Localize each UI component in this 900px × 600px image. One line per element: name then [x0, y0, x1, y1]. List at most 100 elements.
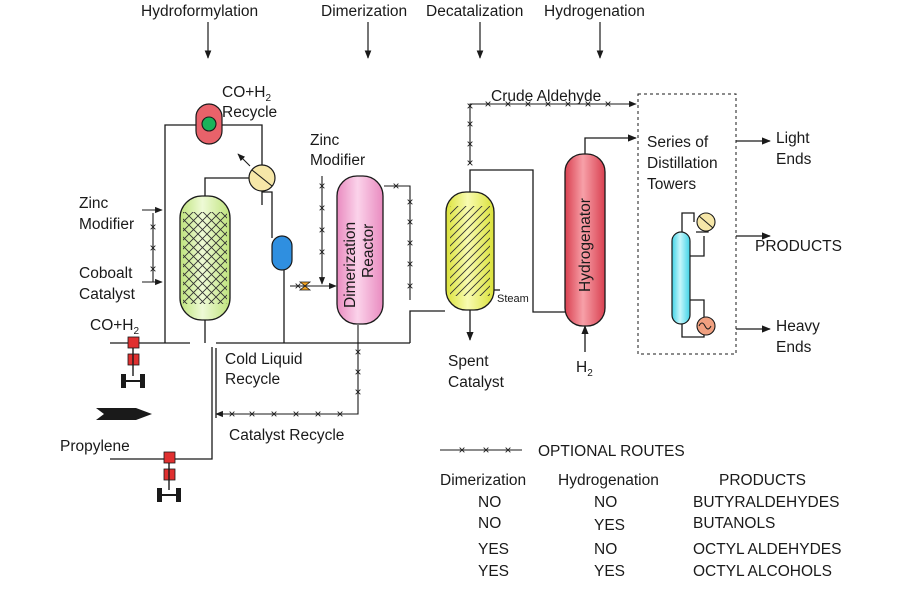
dimerization-reactor: [336, 175, 384, 325]
distillation-label: Series of: [647, 134, 709, 151]
stage-decatalization: Decatalization: [426, 3, 523, 20]
svg-text:×: ×: [314, 407, 321, 421]
product-table: Dimerization Hydrogenation PRODUCTS NO N…: [440, 472, 841, 580]
steam-label: Steam: [497, 293, 529, 305]
stage-headers: Hydroformylation Dimerization Decataliza…: [141, 3, 645, 59]
svg-text:×: ×: [406, 215, 413, 229]
svg-text:×: ×: [318, 179, 325, 193]
svg-text:×: ×: [406, 257, 413, 271]
products-label: PRODUCTS: [755, 238, 842, 255]
svg-text:×: ×: [504, 443, 511, 457]
svg-text:×: ×: [392, 179, 399, 193]
svg-text:×: ×: [292, 407, 299, 421]
labels: CO+H2 Recycle Zinc Modifier Coboalt Cata…: [60, 84, 842, 455]
hydrogenator-vessel: [564, 153, 606, 327]
distillation-box: [637, 93, 737, 355]
table-cell: BUTANOLS: [693, 515, 775, 532]
svg-text:×: ×: [406, 195, 413, 209]
light-ends-label: Light: [776, 130, 810, 147]
propylene-label: Propylene: [60, 438, 130, 455]
table-cell: YES: [478, 541, 509, 558]
zinc-modifier-mid-label-2: Modifier: [310, 152, 365, 169]
hydroformylation-reactor: [179, 195, 231, 321]
spent-catalyst-label: Spent: [448, 353, 489, 370]
table-cell: YES: [594, 563, 625, 580]
process-piping: [110, 124, 771, 460]
svg-text:×: ×: [466, 117, 473, 131]
zinc-modifier-label-2: Modifier: [79, 216, 134, 233]
svg-text:×: ×: [406, 279, 413, 293]
table-cell: BUTYRALDEHYDES: [693, 494, 839, 511]
catalyst-recycle-label: Catalyst Recycle: [229, 427, 344, 444]
svg-text:×: ×: [458, 443, 465, 457]
svg-text:×: ×: [318, 201, 325, 215]
svg-text:×: ×: [354, 345, 361, 359]
stage-hydroformylation: Hydroformylation: [141, 3, 258, 20]
svg-text:×: ×: [248, 407, 255, 421]
table-header-dimerization: Dimerization: [440, 472, 526, 489]
co-h2-feed-label: CO+H2: [90, 317, 140, 337]
optional-routes: [142, 100, 637, 451]
table-cell: NO: [594, 494, 617, 511]
spent-catalyst-label-2: Catalyst: [448, 374, 505, 391]
h2-feed-label: H2: [576, 359, 593, 379]
svg-text:×: ×: [294, 279, 301, 293]
svg-text:×: ×: [604, 97, 611, 111]
table-cell: YES: [478, 563, 509, 580]
hydrogenator-label: Hydrogenator: [577, 198, 594, 292]
svg-text:×: ×: [318, 245, 325, 259]
svg-text:×: ×: [406, 236, 413, 250]
separator-vessel: [271, 235, 293, 271]
stage-hydrogenation: Hydrogenation: [544, 3, 645, 20]
table-cell: NO: [478, 494, 501, 511]
optional-route-x-markers: × × × × × × × × × × × × × × × × × × × × × × × × × × × × × × × × ×…: [149, 97, 611, 457]
pump-icon: [157, 451, 181, 502]
distillation-label-2: Distillation: [647, 155, 718, 172]
legend-text: OPTIONAL ROUTES: [538, 443, 685, 460]
svg-text:×: ×: [228, 407, 235, 421]
svg-text:×: ×: [564, 97, 571, 111]
pump-icon: [121, 336, 145, 388]
zinc-modifier-mid-label: Zinc: [310, 132, 340, 149]
co-h2-recycle-label: CO+H2: [222, 84, 272, 104]
svg-text:×: ×: [318, 223, 325, 237]
svg-text:×: ×: [149, 262, 156, 276]
table-cell: OCTYL ALDEHYDES: [693, 541, 841, 558]
table-header-products: PRODUCTS: [719, 472, 806, 489]
optional-routes-legend: OPTIONAL ROUTES: [538, 443, 685, 460]
cold-liquid-label: Cold Liquid: [225, 351, 303, 368]
distillation-label-3: Towers: [647, 176, 696, 193]
svg-text:×: ×: [149, 241, 156, 255]
table-cell: OCTYL ALCOHOLS: [693, 563, 832, 580]
svg-text:×: ×: [484, 97, 491, 111]
svg-text:×: ×: [354, 365, 361, 379]
svg-text:×: ×: [544, 97, 551, 111]
co-h2-recycle-label-2: Recycle: [222, 104, 277, 121]
svg-text:×: ×: [466, 156, 473, 170]
svg-text:×: ×: [270, 407, 277, 421]
valve-icon: [298, 281, 312, 291]
stage-dimerization: Dimerization: [321, 3, 407, 20]
recycle-vessel: [195, 103, 223, 145]
cobalt-catalyst-label-2: Catalyst: [79, 286, 136, 303]
svg-text:×: ×: [149, 220, 156, 234]
cold-liquid-label-2: Recycle: [225, 371, 280, 388]
dimerization-reactor-label: Dimerization: [342, 222, 359, 308]
svg-text:×: ×: [584, 97, 591, 111]
flow-direction-arrow-icon: [96, 408, 152, 420]
heat-exchanger-icon: [237, 153, 276, 192]
zinc-modifier-label: Zinc: [79, 195, 109, 212]
svg-text:×: ×: [336, 407, 343, 421]
table-cell: YES: [594, 517, 625, 534]
light-ends-label-2: Ends: [776, 151, 812, 168]
svg-text:×: ×: [354, 385, 361, 399]
crude-aldehyde-label: Crude Aldehyde: [491, 88, 601, 105]
svg-text:×: ×: [504, 97, 511, 111]
dimerization-reactor-label-2: Reactor: [360, 224, 377, 278]
cobalt-catalyst-label: Coboalt: [79, 265, 133, 282]
svg-text:×: ×: [466, 137, 473, 151]
svg-text:×: ×: [466, 99, 473, 113]
decatalizer-vessel: [445, 191, 495, 311]
table-cell: NO: [478, 515, 501, 532]
